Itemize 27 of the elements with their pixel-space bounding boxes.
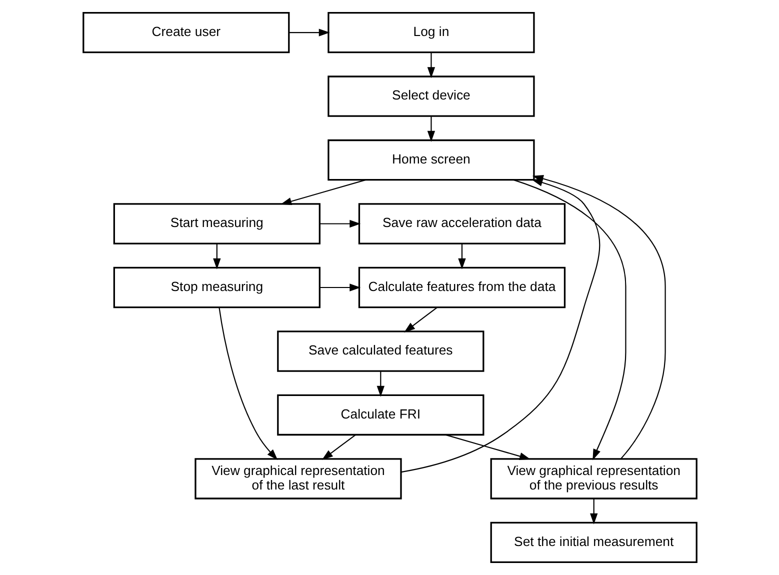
node-box: Save raw acceleration data [358, 203, 566, 244]
arrow [426, 52, 435, 78]
node-box: View graphical representation of the last result [194, 458, 402, 500]
arrow [590, 498, 598, 524]
arrow [212, 244, 220, 270]
node-box: Select device [327, 76, 534, 117]
arrow [426, 116, 435, 142]
arrow [288, 28, 330, 36]
node-box: Start measuring [112, 203, 320, 244]
node-box: Save calculated features [276, 330, 484, 372]
arrow [458, 244, 466, 270]
node-box: Create user [82, 12, 290, 54]
arrow [280, 179, 366, 206]
arrow [404, 306, 437, 332]
node-box: Calculate FRI [276, 394, 484, 436]
node-box: Calculate features from the data [358, 266, 566, 308]
node-box: Set the initial measurement [490, 522, 697, 564]
arrow [376, 371, 384, 397]
arrow [321, 434, 356, 460]
node-box: Log in [327, 12, 534, 54]
node-box: Home screen [327, 139, 534, 181]
arrow [319, 284, 360, 292]
arrow [218, 308, 278, 460]
arrow [319, 220, 360, 228]
arrow [444, 434, 530, 460]
node-box: Stop measuring [112, 266, 320, 308]
node-box: View graphical representation of the previous results [490, 458, 697, 500]
